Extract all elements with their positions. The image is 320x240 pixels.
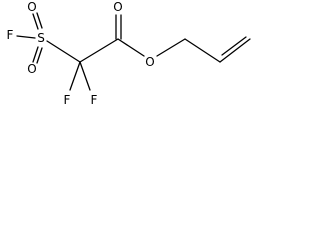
bond-s-o-upper-a (32, 13, 39, 30)
bond-ch2-ch (184, 38, 221, 63)
bond-f-s (16, 35, 36, 39)
bonds (16, 12, 251, 91)
bond-cf2-carbonyl-c (79, 38, 119, 63)
bond-s-o-lower-a (32, 46, 39, 63)
bond-c-o-ester (117, 38, 145, 57)
atom-o-upper: O (27, 0, 36, 14)
atom-o-lower: O (27, 62, 36, 76)
bond-vinyl-b (221, 36, 247, 56)
atom-labels: F S O O F F O O (7, 0, 155, 107)
bond-cf2-f-right (79, 61, 91, 91)
chemical-structure: F S O O F F O O (7, 0, 251, 107)
bond-vinyl-a (219, 38, 251, 63)
atom-f-right: F (91, 93, 98, 107)
atom-f-sulfonyl: F (7, 28, 14, 42)
atom-o-carbonyl: O (113, 0, 122, 14)
atom-s: S (37, 31, 45, 45)
atom-o-ester: O (145, 55, 154, 69)
bond-o-ch2 (156, 38, 186, 57)
bond-s-o-upper-b (36, 12, 43, 29)
bond-cf2-f-left (69, 61, 81, 91)
bond-s-o-lower-b (36, 47, 43, 64)
bond-s-cf2 (46, 40, 81, 63)
atom-f-left: F (64, 93, 71, 107)
